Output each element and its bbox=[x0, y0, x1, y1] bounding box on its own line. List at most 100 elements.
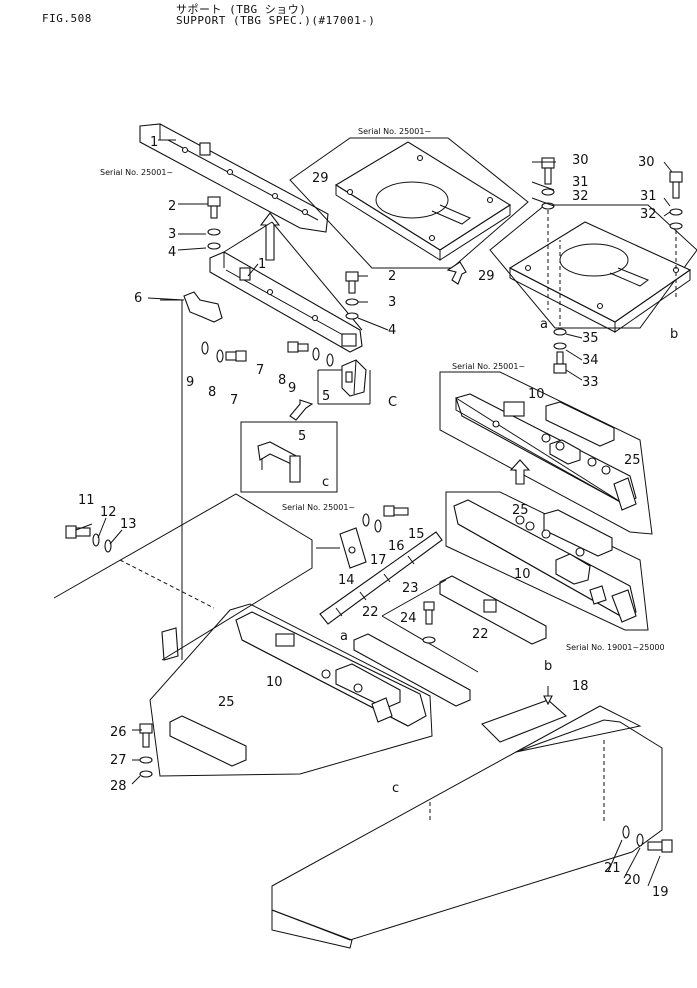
arrow-up-frame bbox=[509, 459, 531, 485]
label-7a: 7 bbox=[230, 393, 238, 408]
part-labels: 1 1 2 2 3 3 4 4 5 5 6 7 7 8 8 9 9 10 10 … bbox=[78, 135, 669, 900]
arrow-down-5 bbox=[289, 399, 314, 421]
bolt-26 bbox=[139, 723, 153, 778]
label-16: 16 bbox=[388, 539, 405, 554]
label-29b: 29 bbox=[478, 269, 495, 284]
figure-number: FIG.508 bbox=[42, 12, 92, 25]
letter-c-bottom: c bbox=[392, 781, 399, 796]
label-4b: 4 bbox=[388, 323, 396, 338]
label-6: 6 bbox=[134, 291, 142, 306]
label-17: 17 bbox=[370, 553, 387, 568]
bolt-23 bbox=[422, 601, 436, 644]
label-28: 28 bbox=[110, 779, 127, 794]
bolt-30-left bbox=[541, 157, 555, 310]
label-32b: 32 bbox=[640, 207, 657, 222]
plate-29-right bbox=[489, 204, 697, 333]
letter-b-top: b bbox=[670, 327, 678, 342]
label-15: 15 bbox=[408, 527, 425, 542]
letter-a-top: a bbox=[540, 317, 548, 332]
label-25a: 25 bbox=[624, 453, 641, 468]
label-8a: 8 bbox=[208, 385, 216, 400]
label-32a: 32 bbox=[572, 189, 589, 204]
label-2a: 2 bbox=[168, 199, 176, 214]
label-22b: 22 bbox=[472, 627, 489, 642]
label-26: 26 bbox=[110, 725, 127, 740]
label-21: 21 bbox=[604, 861, 621, 876]
label-2b: 2 bbox=[388, 269, 396, 284]
label-35: 35 bbox=[582, 331, 599, 346]
label-12: 12 bbox=[100, 505, 117, 520]
label-33: 33 bbox=[582, 375, 599, 390]
label-29a: 29 bbox=[312, 171, 329, 186]
page-title: SUPPORT (TBG SPEC.)(#17001-) bbox=[176, 14, 376, 27]
bolt-33-stack bbox=[553, 240, 567, 374]
label-10a: 10 bbox=[528, 387, 545, 402]
label-10c: 10 bbox=[266, 675, 283, 690]
label-1b: 1 bbox=[258, 257, 266, 272]
label-31a: 31 bbox=[572, 175, 589, 190]
letter-C-top: C bbox=[388, 395, 397, 410]
label-7b: 7 bbox=[256, 363, 264, 378]
bolt-30-right bbox=[669, 171, 683, 300]
frame-10-left bbox=[149, 603, 433, 777]
label-30a: 30 bbox=[572, 153, 589, 168]
label-14: 14 bbox=[338, 573, 355, 588]
label-23: 23 bbox=[402, 581, 419, 596]
label-5a: 5 bbox=[322, 389, 330, 404]
frame-10-lower bbox=[445, 491, 649, 631]
label-5b: 5 bbox=[298, 429, 306, 444]
serial-right: Serial No. 25001~ bbox=[452, 362, 525, 371]
label-13: 13 bbox=[120, 517, 137, 532]
letter-c-inset: c bbox=[322, 475, 329, 490]
label-9b: 9 bbox=[288, 381, 296, 396]
label-1a: 1 bbox=[150, 135, 158, 150]
label-24: 24 bbox=[400, 611, 417, 626]
housing bbox=[53, 493, 313, 661]
letter-b-mid: b bbox=[544, 659, 552, 674]
bolt-2-right bbox=[345, 271, 359, 320]
inset-view-5 bbox=[240, 421, 338, 493]
block-5 bbox=[317, 359, 371, 405]
label-20: 20 bbox=[624, 873, 641, 888]
bracket-middle bbox=[209, 221, 363, 353]
bolt-2-left bbox=[207, 196, 221, 250]
label-3a: 3 bbox=[168, 227, 176, 242]
arrow-up-1 bbox=[259, 212, 281, 261]
frame-10-upper bbox=[439, 371, 653, 535]
rail-22 bbox=[353, 575, 547, 707]
bracket-6 bbox=[160, 291, 223, 661]
serial-labels: Serial No. 25001~ Serial No. 25001~ Seri… bbox=[100, 127, 665, 652]
letter-a-mid: a bbox=[340, 629, 348, 644]
label-11: 11 bbox=[78, 493, 95, 508]
label-34: 34 bbox=[582, 353, 599, 368]
serial-top-mid: Serial No. 25001~ bbox=[358, 127, 431, 136]
leader-lines bbox=[75, 139, 673, 887]
serial-top-left: Serial No. 25001~ bbox=[100, 168, 173, 177]
serial-mid: Serial No. 25001~ bbox=[282, 503, 355, 512]
label-25c: 25 bbox=[218, 695, 235, 710]
arrow-diagonal bbox=[319, 531, 443, 625]
bracket-top-left bbox=[139, 123, 329, 233]
label-30b: 30 bbox=[638, 155, 655, 170]
label-18: 18 bbox=[572, 679, 589, 694]
bolt-19 bbox=[622, 825, 673, 853]
bolt-7-left bbox=[201, 341, 247, 363]
label-31b: 31 bbox=[640, 189, 657, 204]
label-22a: 22 bbox=[362, 605, 379, 620]
plate-14 bbox=[316, 505, 409, 569]
label-9a: 9 bbox=[186, 375, 194, 390]
reference-letters: a b C c a b c bbox=[322, 317, 678, 796]
label-8b: 8 bbox=[278, 373, 286, 388]
label-4a: 4 bbox=[168, 245, 176, 260]
label-25b: 25 bbox=[512, 503, 529, 518]
bolt-11 bbox=[65, 525, 112, 553]
japanese-title: サポート (TBG ショウ) bbox=[176, 3, 307, 16]
bolt-7-right bbox=[287, 341, 334, 367]
plate-29-upper bbox=[334, 141, 512, 261]
label-3b: 3 bbox=[388, 295, 396, 310]
base-frame bbox=[271, 699, 663, 949]
label-19: 19 bbox=[652, 885, 669, 900]
label-27: 27 bbox=[110, 753, 127, 768]
label-10b: 10 bbox=[514, 567, 531, 582]
